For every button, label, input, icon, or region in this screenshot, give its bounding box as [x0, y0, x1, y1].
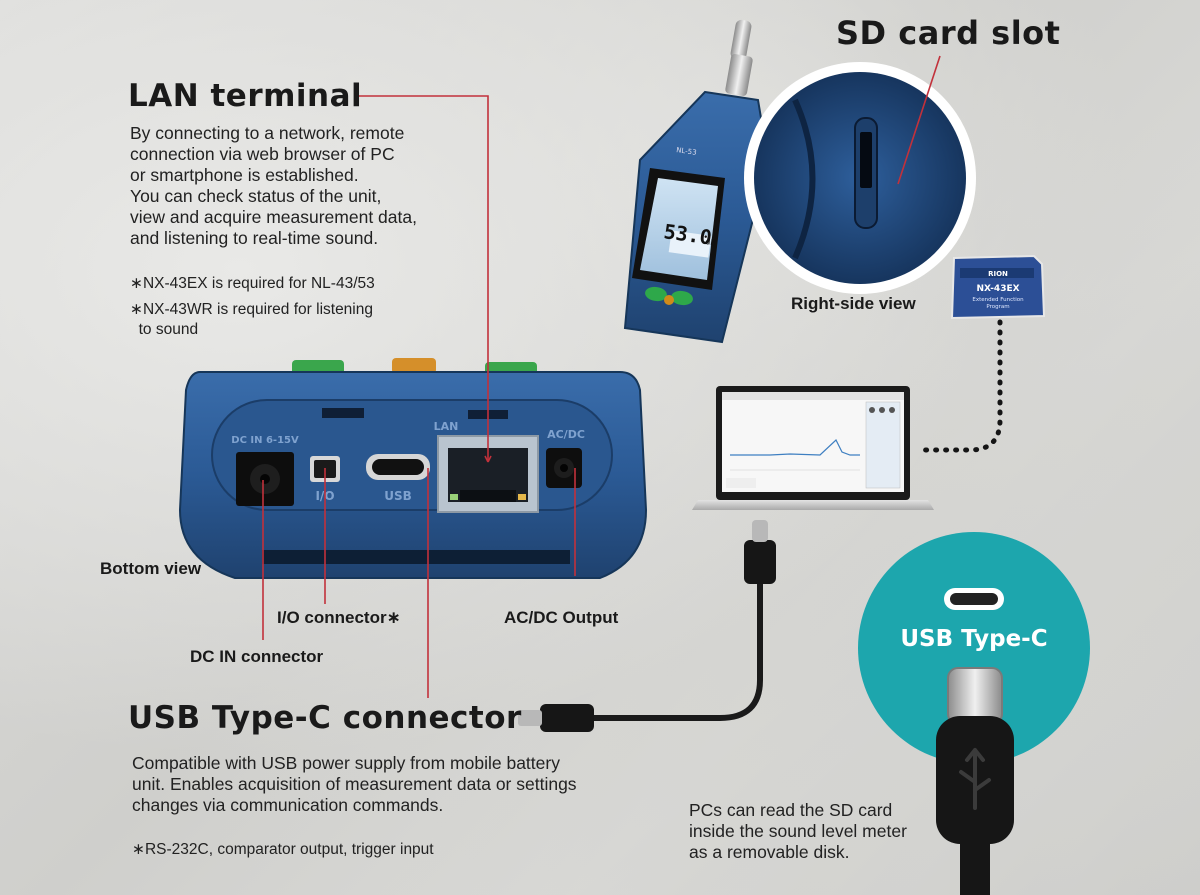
leader-lines: [262, 55, 941, 698]
port-text-acdc: AC/DC: [547, 428, 585, 441]
meter-model: NL-53: [676, 146, 697, 157]
lan-title: LAN terminal: [128, 78, 363, 114]
acdc-output-label: AC/DC Output: [504, 608, 619, 627]
usb-typec-closeup: USB Type-C: [858, 532, 1090, 895]
usb-title: USB Type-C connector: [128, 700, 522, 736]
io-connector-label: I/O connector∗: [277, 608, 401, 627]
lan-desc-line: and listening to real-time sound.: [130, 228, 379, 248]
lan-notes: ∗NX-43EX is required for NL-43/53 ∗NX-43…: [130, 274, 460, 340]
lan-desc-line: or smartphone is established.: [130, 165, 359, 185]
sd-title: SD card slot: [836, 14, 1061, 52]
sd-card-model: NX-43EX: [976, 284, 1019, 294]
sd-to-pc-dotted-line: [915, 319, 1003, 453]
usb-desc-line: unit. Enables acquisition of measurement…: [132, 774, 577, 794]
port-text-dcin: DC IN 6-15V: [231, 435, 299, 446]
sd-card-line2: Program: [986, 304, 1009, 310]
pc-desc-line: PCs can read the SD card: [689, 800, 893, 820]
device-bottom-view: DC IN 6-15V I/O USB LAN AC/DC: [178, 358, 648, 579]
lan-desc-line: view and acquire measurement data,: [130, 207, 417, 227]
port-text-usb: USB: [384, 489, 412, 503]
lan-desc-line: You can check status of the unit,: [130, 186, 382, 206]
bottom-view-label: Bottom view: [100, 559, 202, 578]
port-text-lan: LAN: [434, 420, 459, 433]
lan-note: ∗NX-43EX is required for NL-43/53: [130, 275, 375, 292]
usb-circle-label: USB Type-C: [900, 626, 1047, 652]
usb-desc-line: changes via communication commands.: [132, 795, 444, 815]
lan-note: to sound: [130, 321, 199, 338]
lan-desc-line: By connecting to a network, remote: [130, 123, 405, 143]
pc-desc-line: as a removable disk.: [689, 842, 850, 862]
pc-description: PCs can read the SD card inside the soun…: [689, 800, 949, 863]
usb-description: Compatible with USB power supply from mo…: [132, 753, 672, 816]
sd-slot-closeup: [744, 62, 976, 294]
pc-desc-line: inside the sound level meter: [689, 821, 907, 841]
usb-note: ∗RS-232C, comparator output, trigger inp…: [132, 841, 434, 858]
usb-cable: [518, 520, 776, 732]
meter-unit: dB: [705, 237, 717, 247]
sd-card: RION NX-43EX Extended Function Program: [950, 254, 1046, 320]
lan-description: By connecting to a network, remote conne…: [130, 123, 510, 249]
lan-desc-line: connection via web browser of PC: [130, 144, 395, 164]
right-side-view-label: Right-side view: [791, 294, 916, 313]
lan-note: ∗NX-43WR is required for listening: [130, 301, 373, 318]
dcin-connector-label: DC IN connector: [190, 647, 324, 666]
usb-desc-line: Compatible with USB power supply from mo…: [132, 753, 560, 773]
laptop: [692, 386, 934, 510]
sd-card-line1: Extended Function: [972, 297, 1024, 303]
sd-card-brand: RION: [988, 270, 1008, 278]
sound-level-meter: 53.0 dB NL-53: [623, 19, 778, 344]
